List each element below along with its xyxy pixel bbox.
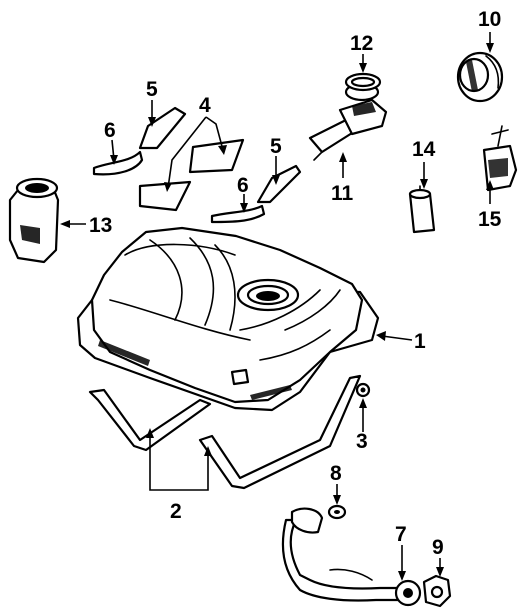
callout-10: 10 [478, 8, 501, 31]
fuel-tank [76, 226, 380, 412]
nut [355, 382, 371, 398]
insulator-pads [138, 138, 245, 212]
callout-labels: 1 2 3 4 5 5 6 6 7 8 9 10 11 12 13 14 15 [89, 8, 502, 559]
callout-7: 7 [395, 523, 407, 546]
filler-neck [281, 507, 422, 607]
callout-6b: 6 [237, 174, 249, 197]
callout-4: 4 [199, 94, 211, 117]
callout-8: 8 [330, 462, 342, 485]
callout-12: 12 [350, 32, 373, 55]
callout-9: 9 [432, 536, 444, 559]
callout-3: 3 [356, 430, 368, 453]
sending-unit [8, 177, 60, 264]
callout-1: 1 [414, 330, 426, 353]
grommet [327, 504, 347, 520]
callout-2: 2 [170, 500, 182, 523]
callout-5a: 5 [146, 78, 158, 101]
callout-6a: 6 [104, 119, 116, 142]
insulator-strips [138, 106, 302, 204]
fuel-pump [308, 82, 388, 161]
callout-5b: 5 [270, 135, 282, 158]
callout-15: 15 [478, 208, 502, 231]
callout-11: 11 [331, 182, 354, 205]
leader-lines [60, 32, 494, 581]
gasket [422, 574, 452, 608]
fuel-cap [456, 51, 504, 103]
sensor [482, 125, 518, 192]
fuel-filter [408, 185, 436, 234]
pads [92, 150, 266, 224]
seal-ring [344, 72, 382, 92]
callout-14: 14 [412, 138, 436, 161]
callout-13: 13 [89, 214, 112, 237]
